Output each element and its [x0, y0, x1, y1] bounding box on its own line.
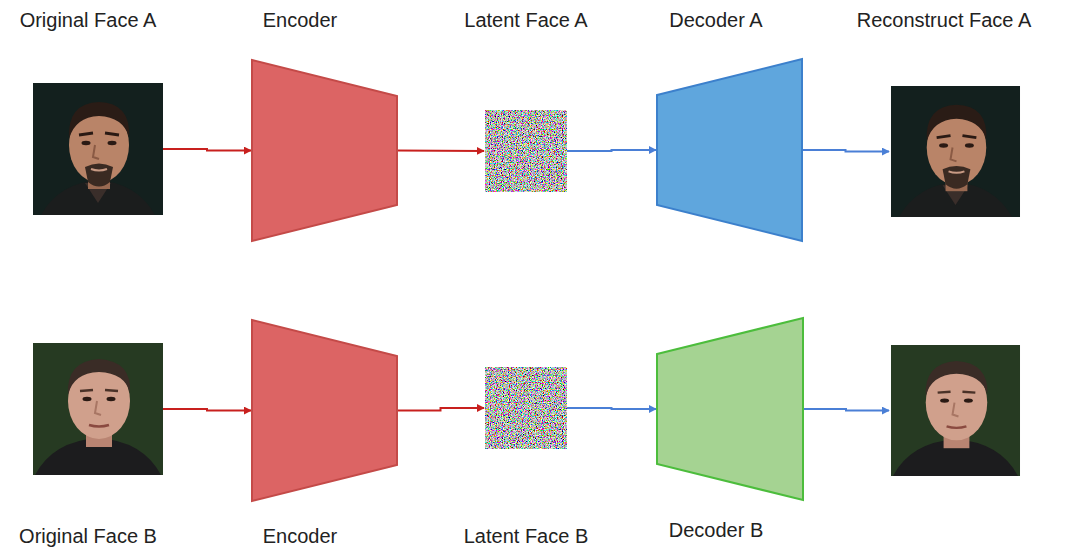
trapezoid: [657, 59, 802, 241]
face-image: [890, 345, 1021, 476]
latent-square: Latent Face B: [485, 367, 567, 449]
trapezoid: [657, 318, 803, 500]
arrow-connector: [397, 150, 484, 153]
trapezoid: [252, 320, 397, 501]
arrow-connector: [802, 150, 889, 152]
node-label: Decoder A: [669, 8, 762, 32]
arrow-connector: [803, 409, 889, 411]
arrow-connector: [397, 408, 484, 411]
trapezoid-outline: [657, 318, 803, 500]
face-photo: [33, 83, 163, 215]
node-label: Latent Face A: [464, 8, 587, 32]
face-photo: [33, 343, 163, 475]
arrow-connector: [163, 409, 251, 411]
node-label: Latent Face B: [464, 524, 589, 548]
node-label: Original Face B: [19, 524, 157, 548]
face-photo: [891, 86, 1020, 217]
decoder-block: Decoder B: [657, 318, 803, 500]
arrow-connector: [567, 408, 656, 409]
face-image: Reconstruct Face A: [890, 86, 1021, 217]
node-label: Encoder: [263, 8, 338, 32]
trapezoid: [252, 60, 397, 241]
face-image: Original Face A: [33, 83, 163, 215]
arrow-connector: [567, 150, 656, 151]
arrow-connector: [163, 149, 251, 151]
encoder-block: Encoder: [252, 60, 397, 241]
latent-noise: [485, 110, 567, 192]
decoder-block: Decoder A: [657, 59, 802, 241]
node-label: Reconstruct Face A: [857, 8, 1032, 32]
trapezoid-outline: [252, 60, 397, 241]
latent-noise: [485, 367, 567, 449]
latent-square: Latent Face A: [485, 110, 567, 192]
node-label: Encoder: [263, 524, 338, 548]
node-label: Original Face A: [20, 8, 157, 32]
trapezoid-outline: [657, 59, 802, 241]
encoder-block: Encoder: [252, 320, 397, 501]
face-image: Original Face B: [33, 343, 163, 475]
trapezoid-outline: [252, 320, 397, 501]
node-label: Decoder B: [669, 518, 764, 542]
face-photo: [891, 345, 1020, 476]
